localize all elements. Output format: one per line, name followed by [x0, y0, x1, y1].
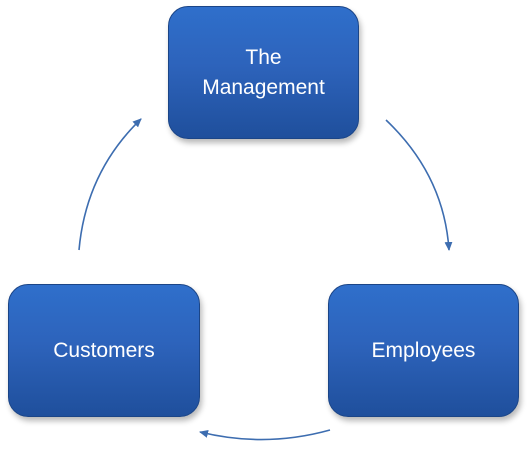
arrow-management-to-employees — [385, 119, 453, 251]
customers-label: Customers — [53, 338, 155, 362]
employees-label: Employees — [371, 338, 476, 362]
employees-node: Employees — [328, 284, 519, 417]
customers-node: Customers — [8, 284, 200, 417]
management-label: The Management — [202, 45, 325, 99]
arrow-customers-to-management — [78, 118, 142, 251]
management-node: The Management — [168, 6, 359, 139]
arrow-employees-to-customers — [199, 429, 331, 441]
